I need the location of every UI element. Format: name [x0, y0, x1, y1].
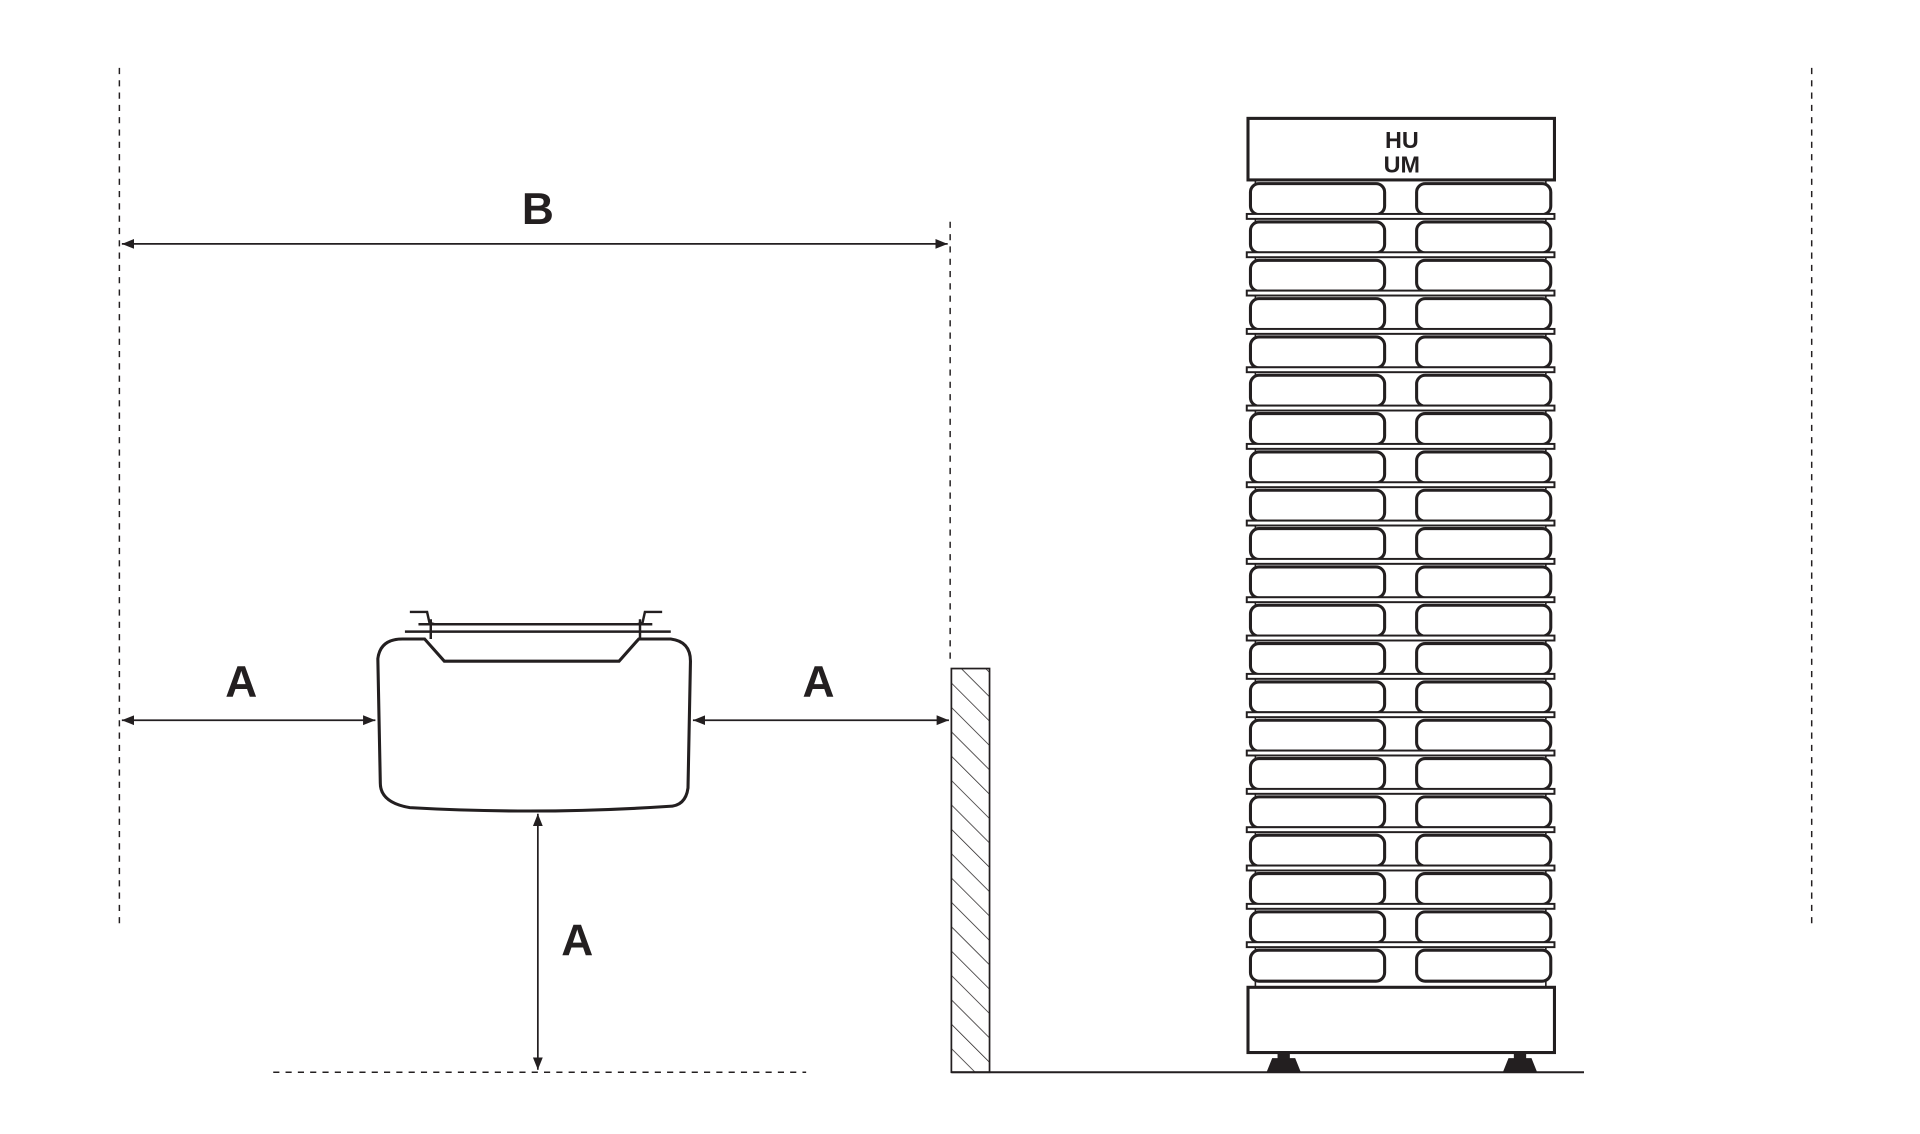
heater-fin-left — [1248, 220, 1387, 255]
heater-crossbar — [1245, 404, 1556, 412]
heater-fin-left — [1248, 680, 1387, 715]
heater-foot-left — [1266, 1058, 1301, 1072]
heater-fin-right — [1415, 795, 1553, 830]
wall-hatched — [950, 667, 991, 1074]
heater-fin-left — [1248, 795, 1387, 830]
heater-fin-right — [1415, 220, 1553, 255]
heater-fin-right — [1415, 910, 1553, 945]
heater-fin-left — [1248, 565, 1387, 600]
heater-fin-left — [1248, 412, 1387, 447]
heater-fin-left — [1248, 527, 1387, 562]
heater-fin-right — [1415, 757, 1553, 792]
heater-foot-right — [1503, 1058, 1537, 1072]
heater-fin-left — [1248, 718, 1387, 753]
heater-fin-left — [1248, 373, 1387, 408]
heater-fin-right — [1415, 642, 1553, 677]
heater-crossbar — [1245, 749, 1556, 757]
heater-crossbar — [1245, 481, 1556, 489]
heater-crossbar — [1245, 672, 1556, 680]
heater-fin-left — [1248, 603, 1387, 638]
heater-fin-left — [1248, 757, 1387, 792]
heater-fin-left — [1248, 642, 1387, 677]
label-a-bottom: A — [561, 916, 593, 965]
heater-crossbar — [1245, 864, 1556, 872]
heater-fin-right — [1415, 603, 1553, 638]
heater-fin-right — [1415, 450, 1553, 485]
heater-crossbar — [1245, 634, 1556, 642]
label-a-right: A — [802, 658, 834, 707]
heater-crossbar — [1245, 442, 1556, 450]
heater-crossbar — [1245, 519, 1556, 527]
heater-fin-right — [1415, 412, 1553, 447]
heater-crossbar — [1245, 711, 1556, 719]
heater-crossbar — [1245, 212, 1556, 220]
heater-fin-left — [1248, 297, 1387, 332]
heater-top-panel — [1246, 116, 1556, 182]
control-unit — [376, 610, 693, 813]
heater-base — [1246, 985, 1556, 1055]
dimension-arrows — [121, 239, 949, 1070]
heater-crossbar — [1245, 941, 1556, 949]
heater-fin-right — [1415, 680, 1553, 715]
heater-crossbar — [1245, 251, 1556, 259]
heater-crossbar — [1245, 366, 1556, 374]
heater-crossbar — [1245, 826, 1556, 834]
label-a-left: A — [225, 658, 257, 707]
logo-line-2: UM — [1384, 152, 1420, 178]
control-unit-body — [376, 637, 693, 813]
heater-crossbar — [1245, 327, 1556, 335]
heater-fin-left — [1248, 258, 1387, 293]
heater-fin-right — [1415, 833, 1553, 868]
heater-crossbar — [1245, 557, 1556, 565]
reference-dashed-lines — [118, 67, 1813, 1073]
heater-fin-right — [1415, 948, 1553, 983]
heater-fin-right — [1415, 565, 1553, 600]
heater-fin-right — [1415, 182, 1553, 217]
heater-fin-left — [1248, 335, 1387, 370]
logo-line-1: HU — [1385, 127, 1419, 153]
heater-fin-right — [1415, 718, 1553, 753]
heater-fin-right — [1415, 527, 1553, 562]
heater: HU UM — [1245, 116, 1556, 1072]
heater-crossbar — [1245, 787, 1556, 795]
heater-fin-left — [1248, 872, 1387, 907]
heater-fin-right — [1415, 258, 1553, 293]
heater-fin-left — [1248, 182, 1387, 217]
heater-fin-right — [1415, 872, 1553, 907]
heater-fin-right — [1415, 297, 1553, 332]
heater-fin-left — [1248, 910, 1387, 945]
heater-crossbar — [1245, 596, 1556, 604]
heater-fin-left — [1248, 450, 1387, 485]
heater-fin-left — [1248, 948, 1387, 983]
heater-crossbar — [1245, 289, 1556, 297]
huum-logo: HU UM — [1384, 127, 1420, 178]
heater-fins — [1245, 182, 1556, 983]
heater-fin-right — [1415, 488, 1553, 523]
wall — [950, 667, 1584, 1074]
heater-fin-left — [1248, 488, 1387, 523]
heater-fin-right — [1415, 335, 1553, 370]
heater-fin-left — [1248, 833, 1387, 868]
heater-crossbar — [1245, 902, 1556, 910]
heater-fin-right — [1415, 373, 1553, 408]
label-b: B — [522, 185, 554, 234]
